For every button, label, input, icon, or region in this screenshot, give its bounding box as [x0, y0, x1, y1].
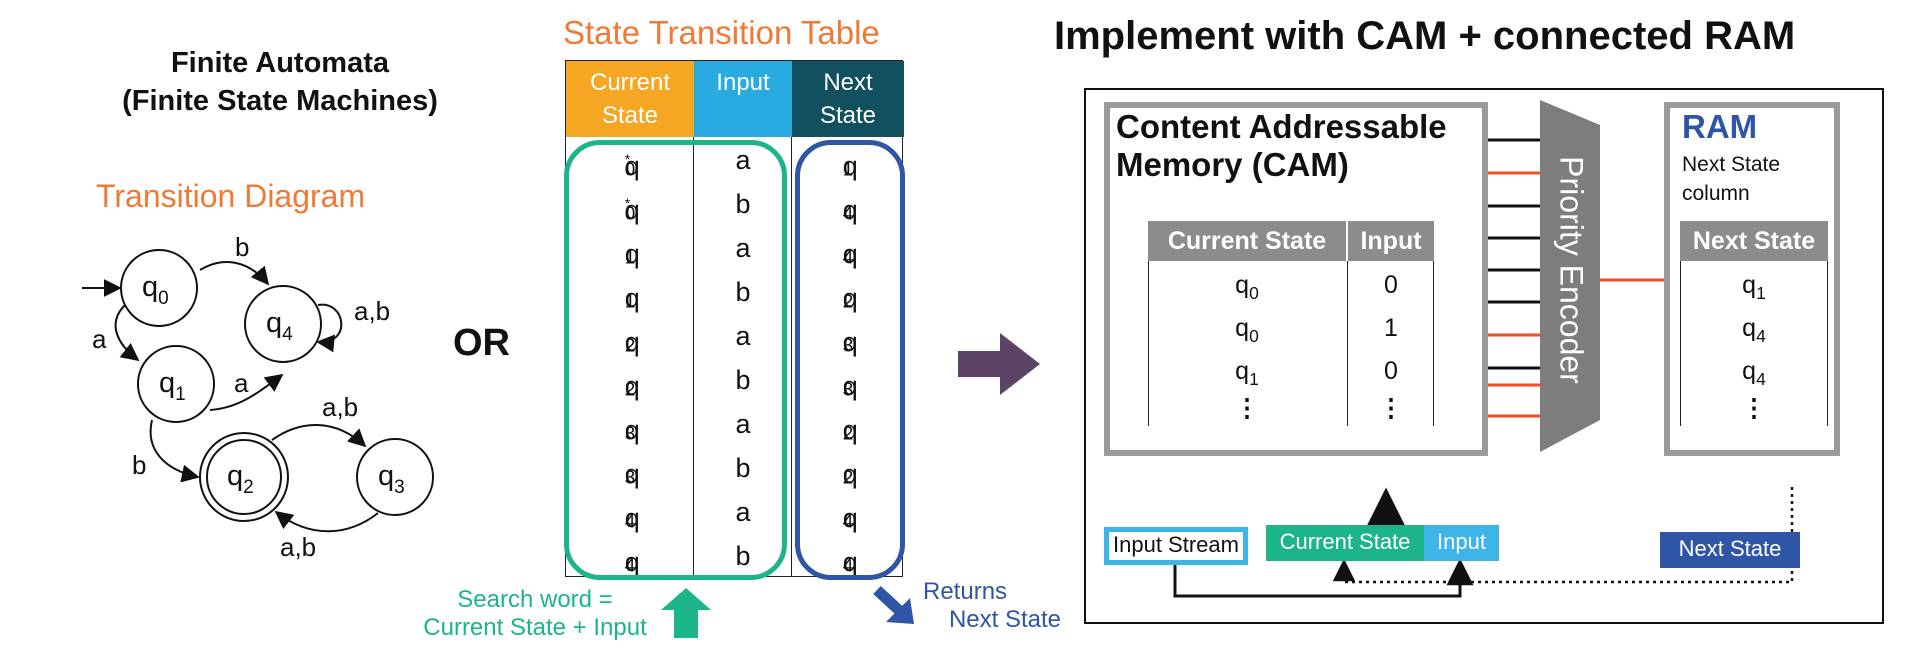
edge-q0-q4 [199, 261, 270, 286]
cam-header-current-state: Current State [1148, 221, 1346, 261]
input-tag: Input [1424, 525, 1499, 561]
next-state-bracket [795, 140, 905, 580]
finite-automata-title: Finite Automata (Finite State Machines) [70, 44, 490, 120]
implementation-frame [1084, 88, 1884, 624]
state-label-q1: q1 [159, 367, 186, 405]
state-node-q4 [244, 285, 322, 363]
next-state-tag: Next State [1660, 532, 1800, 568]
edge-label-q0-q1: a [92, 324, 107, 354]
edge-label-q4-loop: a,b [354, 296, 390, 326]
state-label-q3: q3 [378, 460, 405, 498]
ram-box [1664, 102, 1840, 456]
edge-label-q3-q2: a,b [280, 532, 316, 562]
edge-q0-q1 [114, 304, 140, 362]
transition-diagram-title: Transition Diagram [96, 178, 366, 214]
edge-q2-q3 [271, 424, 367, 448]
search-word-caption: Search word = Current State + Input [423, 586, 647, 641]
edge-label-q1-q2: b [132, 450, 146, 480]
or-label: OR [453, 322, 510, 364]
cam-cell: q1 [1235, 357, 1259, 390]
implement-title: Implement with CAM + connected RAM [1054, 14, 1796, 58]
edge-q4-loop [316, 303, 343, 353]
ellipsis: ⋮ [1378, 394, 1404, 422]
cam-table: Current State Input q0 0 q0 1 q1 0 ⋮ ⋮ [1148, 221, 1434, 426]
edge-label-q1-q4: a [234, 368, 249, 398]
ram-table: Next State q1 q4 q4 ⋮ [1680, 221, 1828, 426]
edge-label-q0-q4: b [235, 232, 249, 262]
state-node-q0 [120, 249, 198, 327]
ram-cell: q4 [1742, 357, 1766, 390]
finite-automata-title-line1: Finite Automata [170, 47, 390, 79]
input-stream-tag: Input Stream [1104, 527, 1248, 565]
cam-cell: 1 [1384, 314, 1398, 342]
state-label-q2: q2 [227, 460, 254, 498]
header-input: Input [694, 61, 792, 137]
state-node-q3 [356, 438, 434, 516]
ellipsis: ⋮ [1234, 394, 1260, 422]
edge-q3-q2 [274, 510, 379, 533]
state-transition-table-title: State Transition Table [563, 14, 880, 51]
state-node-q2 [206, 439, 282, 515]
transition-diagram [82, 249, 434, 533]
cam-cell: q0 [1235, 271, 1259, 304]
finite-automata-title-line2: (Finite State Machines) [122, 85, 438, 117]
implement-arrow [958, 333, 1040, 395]
cam-cell: q0 [1235, 314, 1259, 347]
edge-label-q2-q3: a,b [322, 392, 358, 422]
search-up-arrow [661, 588, 711, 638]
state-node-q1 [137, 345, 215, 423]
ram-cell: q4 [1742, 314, 1766, 347]
ram-header-next-state: Next State [1680, 221, 1828, 261]
cam-box [1104, 102, 1488, 456]
priority-encoder-shape [1540, 100, 1600, 452]
ellipsis: ⋮ [1741, 394, 1767, 422]
current-state-tag: Current State [1266, 525, 1424, 561]
ram-cell: q1 [1742, 271, 1766, 304]
cam-header-input: Input [1348, 221, 1434, 261]
ram-title: RAM [1682, 108, 1758, 145]
state-label-q0: q0 [142, 271, 169, 309]
feedback-lines [1173, 487, 1794, 598]
match-lines [1488, 138, 1545, 418]
priority-encoder-label: Priority Encoder [1553, 156, 1590, 384]
returns-caption: Returns Next State [923, 578, 1061, 633]
cam-title: Content Addressable Memory (CAM) [1116, 108, 1447, 183]
state-label-q4: q4 [266, 307, 293, 345]
cam-cell: 0 [1384, 357, 1398, 385]
cam-cell: 0 [1384, 271, 1398, 299]
table-divider [791, 137, 792, 576]
table-divider [693, 137, 694, 576]
search-word-bracket [564, 140, 787, 580]
ram-subtitle: Next State column [1682, 153, 1781, 205]
edge-q1-q2 [149, 419, 200, 483]
edge-q1-q4 [209, 373, 284, 411]
returns-diagonal-arrow [873, 585, 914, 624]
